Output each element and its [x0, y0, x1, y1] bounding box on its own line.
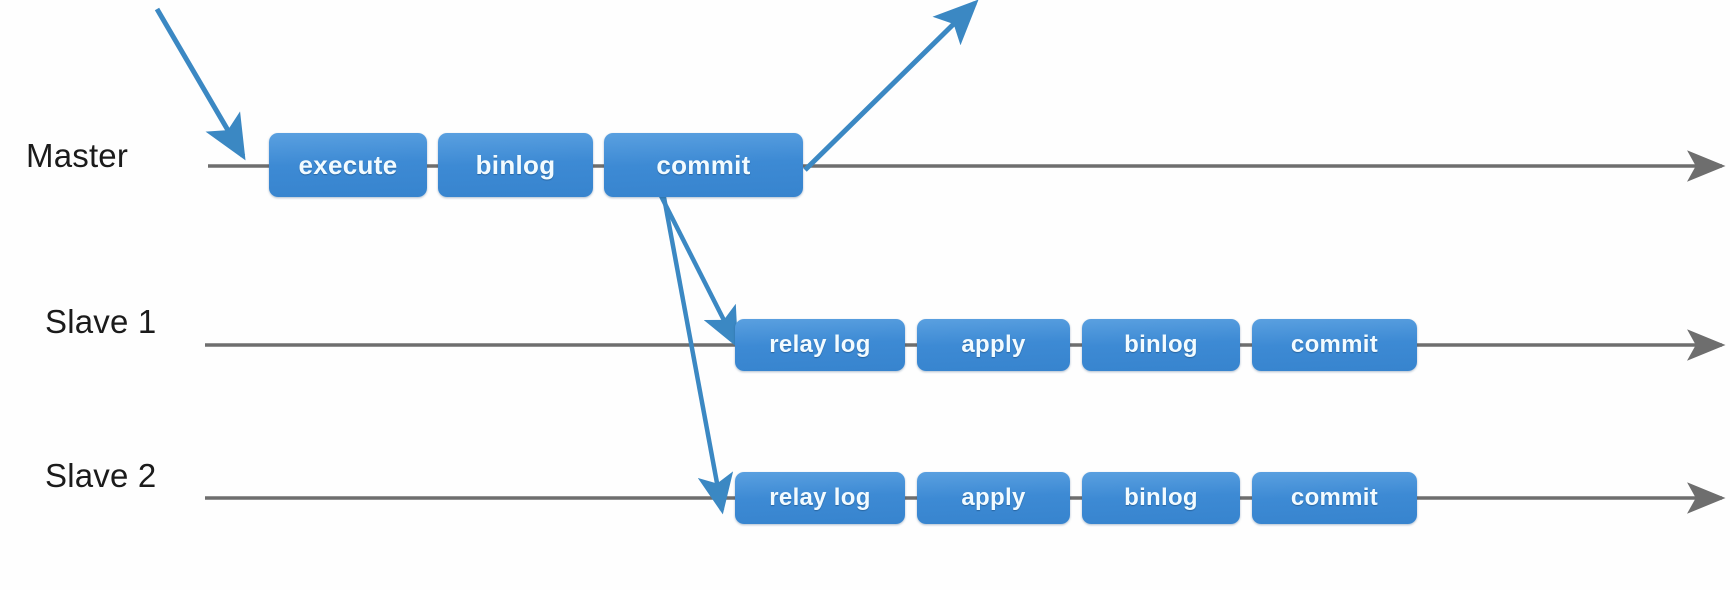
arrow-replicate-to-slave-2 — [660, 191, 734, 515]
stage-slave2-relay-log[interactable]: relay log — [735, 472, 905, 524]
stage-slave1-commit[interactable]: commit — [1252, 319, 1417, 371]
row-label-slave2: Slave 2 — [45, 457, 157, 494]
stage-slave2-commit[interactable]: commit — [1252, 472, 1417, 524]
stage-master-execute[interactable]: execute — [269, 133, 427, 197]
arrow-client-request-in — [154, 7, 246, 161]
stage-slave1-apply[interactable]: apply — [917, 319, 1070, 371]
stage-slave1-relay-log[interactable]: relay log — [735, 319, 905, 371]
stage-slave2-apply[interactable]: apply — [917, 472, 1070, 524]
row-label-master: Master — [26, 137, 129, 174]
arrow-client-response-out — [803, 0, 979, 172]
row-label-slave1: Slave 1 — [45, 303, 157, 340]
stage-master-binlog[interactable]: binlog — [438, 133, 593, 197]
stage-slave1-binlog[interactable]: binlog — [1082, 319, 1240, 371]
stage-slave2-binlog[interactable]: binlog — [1082, 472, 1240, 524]
arrow-replicate-to-slave-1 — [656, 190, 739, 349]
stage-master-commit[interactable]: commit — [604, 133, 803, 197]
